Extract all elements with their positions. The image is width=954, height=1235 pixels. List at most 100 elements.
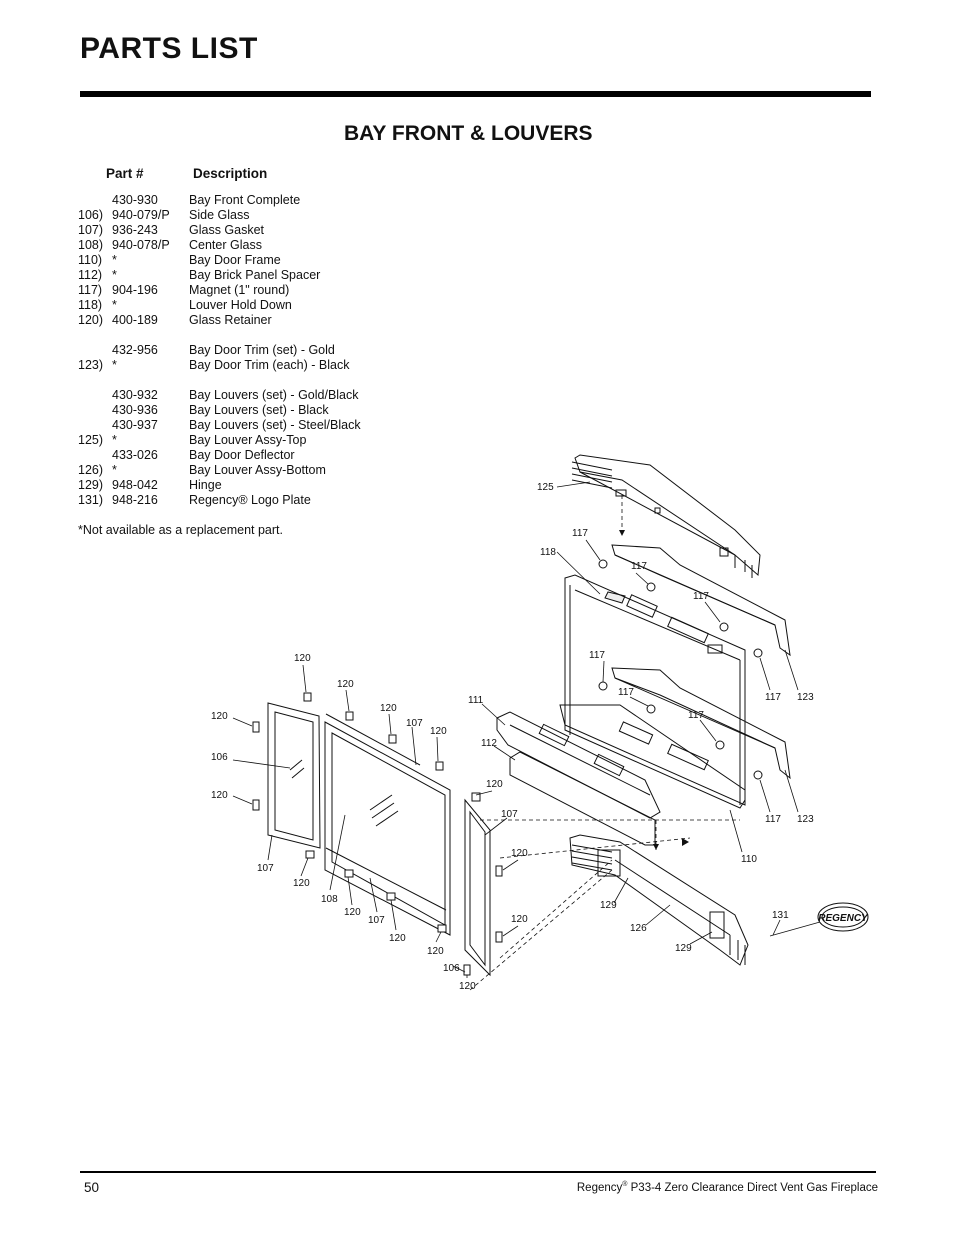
callout-107: 107: [257, 863, 274, 874]
top-louver-assembly: [571, 454, 761, 578]
row-ref: 108): [78, 238, 104, 252]
row-description: Bay Louvers (set) - Steel/Black: [189, 418, 361, 432]
callout-125: 125: [537, 482, 554, 493]
row-ref: 120): [78, 313, 104, 327]
row-description: Bay Door Deflector: [189, 448, 295, 462]
row-description: Glass Retainer: [189, 313, 272, 327]
callout-129: 129: [600, 900, 617, 911]
callout-120: 120: [211, 711, 228, 722]
callout-111: 111: [468, 695, 484, 706]
callout-120: 120: [427, 946, 444, 957]
magnets: [598, 559, 763, 780]
row-part-number: *: [112, 433, 117, 447]
row-part-number: 948-042: [112, 478, 158, 492]
row-part-number: *: [112, 253, 117, 267]
callout-117: 117: [631, 561, 647, 572]
row-part-number: *: [112, 268, 117, 282]
row-ref: 131): [78, 493, 104, 507]
row-part-number: 430-930: [112, 193, 158, 207]
row-part-number: 936-243: [112, 223, 158, 237]
row-ref: 107): [78, 223, 104, 237]
row-ref: 117): [78, 283, 103, 297]
callout-120: 120: [511, 914, 528, 925]
callout-126: 126: [630, 923, 647, 934]
callout-123: 123: [797, 692, 814, 703]
callout-117: 117: [765, 814, 781, 825]
footer-product: P33-4 Zero Clearance Direct Vent Gas Fir…: [627, 1181, 878, 1194]
row-description: Bay Front Complete: [189, 193, 301, 207]
callout-117: 117: [589, 650, 605, 661]
availability-note: *Not available as a replacement part.: [78, 523, 283, 537]
callout-123: 123: [797, 814, 814, 825]
row-description: Side Glass: [189, 208, 250, 222]
callout-117: 117: [688, 710, 704, 721]
callout-120: 120: [211, 790, 228, 801]
row-part-number: *: [112, 358, 117, 372]
row-description: Glass Gasket: [189, 223, 265, 237]
callout-106: 106: [443, 963, 460, 974]
row-description: Bay Door Frame: [189, 253, 281, 267]
header-rule: [80, 91, 871, 97]
callout-120: 120: [380, 703, 397, 714]
brick-panel-spacer: [496, 711, 661, 846]
page-number: 50: [84, 1180, 100, 1195]
row-ref: 129): [78, 478, 104, 492]
callout-110: 110: [741, 854, 757, 865]
row-part-number: 940-078/P: [112, 238, 170, 252]
callout-120: 120: [430, 726, 447, 737]
row-part-number: 432-956: [112, 343, 158, 357]
row-description: Louver Hold Down: [189, 298, 292, 312]
callout-117: 117: [618, 687, 634, 698]
callout-107: 107: [501, 809, 518, 820]
footer-reg-mark: ®: [622, 1181, 628, 1188]
callout-120: 120: [293, 878, 310, 889]
row-part-number: 430-937: [112, 418, 158, 432]
column-header-part: Part #: [106, 166, 144, 181]
lower-hold-down-bar: [611, 667, 791, 780]
row-part-number: 430-936: [112, 403, 158, 417]
row-description: Bay Door Trim (set) - Gold: [189, 343, 335, 357]
callout-106: 106: [211, 752, 228, 763]
page-title: PARTS LIST: [80, 32, 258, 65]
row-part-number: 904-196: [112, 283, 158, 297]
callout-108: 108: [321, 894, 338, 905]
row-description: Bay Louvers (set) - Gold/Black: [189, 388, 359, 402]
callout-120: 120: [337, 679, 354, 690]
callout-107: 107: [368, 915, 385, 926]
row-part-number: 433-026: [112, 448, 158, 462]
glass-retainers: [252, 692, 503, 976]
callout-117: 117: [693, 591, 709, 602]
logo-plate: [817, 902, 869, 932]
callout-107: 107: [406, 718, 423, 729]
center-glass: [324, 713, 451, 936]
row-description: Bay Louvers (set) - Black: [189, 403, 329, 417]
callout-120: 120: [459, 981, 476, 992]
bottom-louver-assembly: [569, 834, 749, 966]
row-description: Bay Louver Assy-Top: [189, 433, 307, 447]
bay-door-frame: [559, 574, 746, 809]
logo-text: REGENCY: [818, 913, 869, 924]
row-ref: 123): [78, 358, 104, 372]
row-part-number: 940-079/P: [112, 208, 170, 222]
row-part-number: 430-932: [112, 388, 158, 402]
row-description: Magnet (1" round): [189, 283, 290, 297]
row-part-number: 400-189: [112, 313, 158, 327]
left-side-glass: [267, 702, 321, 849]
row-ref: 106): [78, 208, 104, 222]
callout-129: 129: [675, 943, 692, 954]
row-description: Regency® Logo Plate: [189, 493, 311, 507]
section-title: BAY FRONT & LOUVERS: [344, 122, 593, 145]
callout-120: 120: [294, 653, 311, 664]
footer-rule: [80, 1171, 876, 1173]
row-part-number: *: [112, 298, 117, 312]
callout-118: 118: [540, 547, 556, 558]
callout-120: 120: [511, 848, 528, 859]
column-header-description: Description: [193, 166, 268, 181]
callout-120: 120: [389, 933, 406, 944]
row-part-number: 948-216: [112, 493, 158, 507]
row-part-number: *: [112, 463, 117, 477]
row-description: Bay Louver Assy-Bottom: [189, 463, 326, 477]
row-description: Center Glass: [189, 238, 262, 252]
row-description: Bay Brick Panel Spacer: [189, 268, 321, 282]
